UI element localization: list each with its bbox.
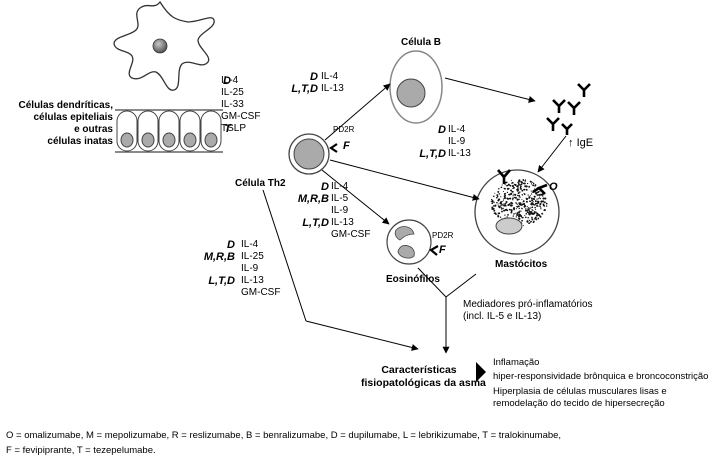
mediators-line: (incl. IL-5 e IL-13) — [463, 311, 542, 322]
mediators-line: Mediadores pró-inflamatórios — [463, 299, 593, 310]
sources-line: e outras — [74, 124, 113, 135]
outcome-arrow-icon — [476, 362, 486, 382]
eos-label: Eosinófilos — [386, 274, 440, 285]
sources-line: células epiteliais — [33, 112, 114, 123]
cytokine: IL-4 — [321, 71, 339, 82]
cytokine: IL-9 — [448, 136, 466, 147]
drug-code: L,T,D — [208, 275, 235, 287]
groupeos-cytokines: IL-4 IL-5 IL-9 IL-13 GM-CSF — [331, 181, 370, 241]
arrows — [262, 77, 567, 354]
cytokine: IL-4 — [448, 124, 466, 135]
drug-code — [283, 205, 329, 217]
mast-ige-receptor-icon — [497, 169, 548, 195]
cytokine: GM-CSF — [221, 111, 261, 122]
features-line: Características — [381, 364, 457, 376]
legend-line: O = omalizumabe, M = mepolizumabe, R = r… — [6, 430, 562, 441]
cytokine: GM-CSF — [331, 229, 371, 240]
arrow-th2-to-bcell — [324, 83, 391, 141]
b-cell-icon — [389, 50, 443, 124]
arrow-ige-to-mast — [537, 135, 567, 173]
arrow-th2-to-features-2 — [305, 320, 419, 351]
cytokine: IL-25 — [241, 251, 264, 262]
arrow-th2-to-eos — [321, 169, 390, 225]
th2-drug-label: F — [343, 140, 350, 152]
cytokine: IL-13 — [241, 275, 264, 286]
cytokine: IL-13 — [331, 217, 354, 228]
arrow-th2-to-features — [262, 189, 307, 322]
drug-code: D — [438, 124, 446, 136]
outcome-item: Hiperplasia de células musculares lisas … — [493, 386, 667, 397]
cytokine: TSLP — [221, 123, 247, 134]
th2-cell-icon — [288, 133, 330, 175]
ige-label: ↑ IgE — [568, 137, 593, 149]
groupmast-drugs: D L,T,D — [398, 124, 446, 160]
drug-code: L,T,D — [291, 83, 318, 95]
drug-code: D — [321, 181, 329, 193]
epithelial-cells-icon — [115, 109, 223, 153]
mast-label: Mastócitos — [495, 259, 548, 270]
dendritic-cell-icon — [113, 0, 215, 91]
drug-code — [183, 287, 235, 299]
features-label: Características fisiopatológicas da asma — [361, 364, 486, 390]
mast-cell-icon — [474, 169, 560, 255]
features-line: fisiopatológicas da asma — [361, 377, 486, 389]
outcome-item: hiper-responsividade brônquica e broncoc… — [493, 371, 709, 382]
legend-line: F = fevipiprante, T = tezepelumabe. — [6, 445, 156, 456]
bcell-label: Célula B — [401, 37, 442, 48]
ige-antibodies-icon — [546, 83, 591, 135]
group1-cytokines: IL-4 IL-25 IL-33 GM-CSF TSLP — [221, 75, 260, 135]
drug-code: T — [224, 123, 231, 135]
cytokine: IL-13 — [448, 148, 471, 159]
eos-receptor-label: PD2R — [432, 231, 454, 240]
cytokine: IL-13 — [321, 83, 344, 94]
drug-code: D — [310, 71, 318, 83]
cytokine: IL-33 — [221, 99, 244, 110]
arrow-bcell-to-ige — [444, 77, 536, 103]
th2-label: Célula Th2 — [235, 178, 286, 189]
outcome-item: Inflamação — [493, 357, 540, 368]
cytokine: IL-9 — [241, 263, 259, 274]
outcome-item: remodelação do tecido de hipersecreção — [493, 398, 665, 409]
eos-drug-label: F — [439, 244, 446, 256]
cytokine: IL-9 — [331, 205, 349, 216]
drug-code — [183, 263, 235, 275]
drug-code: M,R,B — [297, 193, 329, 205]
drug-code: D — [223, 75, 231, 87]
cytokine: IL-4 — [331, 181, 349, 192]
drug-code — [283, 229, 329, 241]
drug-code — [398, 136, 446, 148]
drug-code: L,T,D — [302, 217, 329, 229]
sources-line: células inatas — [47, 136, 113, 147]
sources-line: Células dendríticas, — [18, 100, 113, 111]
arrow-th2-to-mast — [329, 159, 480, 201]
cytokine: GM-CSF — [241, 287, 281, 298]
cytokine: IL-4 — [241, 239, 259, 250]
grouplower-cytokines: IL-4 IL-25 IL-9 IL-13 GM-CSF — [241, 239, 280, 299]
groupb-drugs: D L,T,D — [270, 71, 318, 95]
cytokine: IL-4 — [221, 75, 239, 86]
grouplower-drugs: D M,R,B L,T,D — [183, 239, 235, 299]
drug-code: M,R,B — [203, 251, 235, 263]
groupmast-cytokines: IL-4 IL-9 IL-13 — [448, 124, 471, 160]
th2-receptor-icon — [329, 143, 338, 153]
cytokine: IL-25 — [221, 87, 244, 98]
ige-text: IgE — [576, 137, 594, 149]
eosinophil-receptor-icon — [429, 245, 439, 256]
up-arrow-icon: ↑ — [568, 137, 574, 149]
sources-label: Células dendríticas, células epiteliais … — [19, 100, 113, 148]
drug-code: D — [227, 239, 235, 251]
group1-drugs: D T — [207, 75, 231, 135]
mediators-label: Mediadores pró-inflamatórios (incl. IL-5… — [463, 299, 593, 323]
mast-drug-label: O — [549, 181, 558, 193]
groupb-cytokines: IL-4 IL-13 — [321, 71, 344, 95]
drug-code: L,T,D — [419, 148, 446, 160]
th2-receptor-label: PD2R — [333, 125, 355, 134]
eosinophil-icon — [386, 219, 432, 265]
cytokine: IL-5 — [331, 193, 349, 204]
groupeos-drugs: D M,R,B L,T,D — [283, 181, 329, 241]
